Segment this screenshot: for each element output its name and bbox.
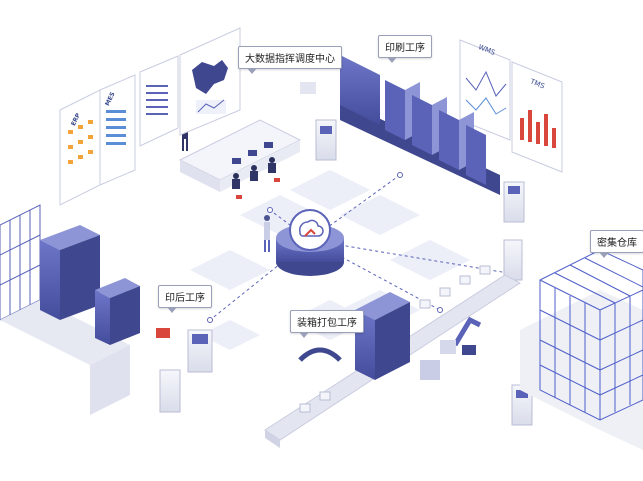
post-print-machine bbox=[0, 204, 140, 415]
erp-panel bbox=[59, 89, 101, 206]
bigdata-screen-map bbox=[179, 27, 241, 136]
dispatch-center-label: 大数据指挥调度中心 bbox=[238, 46, 342, 74]
mes-panel bbox=[99, 74, 136, 186]
packing-line bbox=[264, 265, 521, 448]
printing-label: 印刷工序 bbox=[378, 35, 432, 63]
dense-warehouse bbox=[520, 249, 643, 450]
printing-press bbox=[300, 55, 500, 195]
red-sign bbox=[156, 328, 170, 338]
post-print-label: 印后工序 bbox=[158, 285, 212, 313]
warehouse-label: 密集仓库 bbox=[590, 230, 643, 258]
bigdata-screen-left bbox=[139, 55, 179, 147]
cloud-hub bbox=[276, 209, 344, 276]
packing-label: 装箱打包工序 bbox=[290, 310, 364, 338]
operator-figure bbox=[264, 215, 270, 252]
dispatch-center bbox=[178, 115, 302, 199]
tms-panel bbox=[511, 61, 563, 173]
network-nodes bbox=[207, 172, 443, 323]
